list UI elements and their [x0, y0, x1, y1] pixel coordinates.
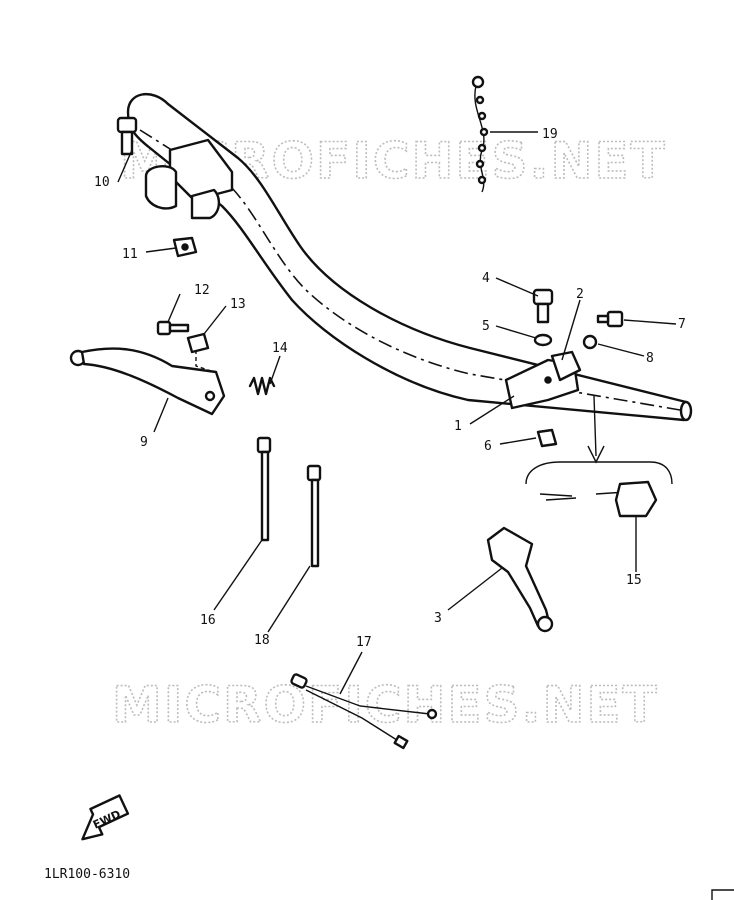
callout-18: 18 [254, 633, 270, 648]
bolt-12 [156, 320, 190, 336]
callout-1: 1 [454, 419, 462, 434]
lever-3 [486, 526, 554, 633]
callout-2: 2 [576, 287, 584, 302]
spring-14 [248, 376, 276, 396]
band-16 [256, 436, 272, 542]
figure-code: 1LR100-6310 [44, 867, 130, 882]
callout-16: 16 [200, 613, 216, 628]
lead-wire-17 [290, 673, 438, 750]
callout-4: 4 [482, 271, 490, 286]
callout-14: 14 [272, 341, 288, 356]
screw-7 [596, 310, 624, 328]
callout-11: 11 [122, 247, 138, 262]
detail-box-15 [525, 395, 673, 518]
handlebar [126, 92, 693, 422]
bolt-10 [116, 116, 138, 156]
wire-harness-19 [471, 75, 489, 193]
callout-17: 17 [356, 635, 372, 650]
nut-11 [172, 236, 198, 258]
dash-link-13 [195, 350, 215, 373]
band-18 [306, 464, 322, 568]
callout-19: 19 [542, 127, 558, 142]
nut-13 [186, 332, 210, 354]
callout-6: 6 [484, 439, 492, 454]
callout-9: 9 [140, 435, 148, 450]
callout-3: 3 [434, 611, 442, 626]
nut-8 [582, 334, 598, 350]
callout-12: 12 [194, 283, 210, 298]
callout-10: 10 [94, 175, 110, 190]
fwd-arrow: FWD [81, 794, 130, 841]
lever-holder-1 [504, 350, 582, 410]
callout-5: 5 [482, 319, 490, 334]
callout-8: 8 [646, 351, 654, 366]
callout-13: 13 [230, 297, 246, 312]
corner-mark [711, 889, 734, 900]
lever-9 [69, 347, 226, 416]
nut-6 [536, 428, 558, 448]
leader-lines [117, 131, 677, 695]
watermark-bottom: MICROFICHES.NET [112, 676, 659, 734]
washer-5 [533, 333, 553, 347]
handlebar-holder-upper [144, 138, 234, 220]
callout-15: 15 [626, 573, 642, 588]
callout-7: 7 [678, 317, 686, 332]
callouts: 1 2 3 4 5 6 7 8 9 10 11 12 13 14 15 16 1… [94, 127, 686, 650]
bolt-4 [532, 288, 554, 324]
